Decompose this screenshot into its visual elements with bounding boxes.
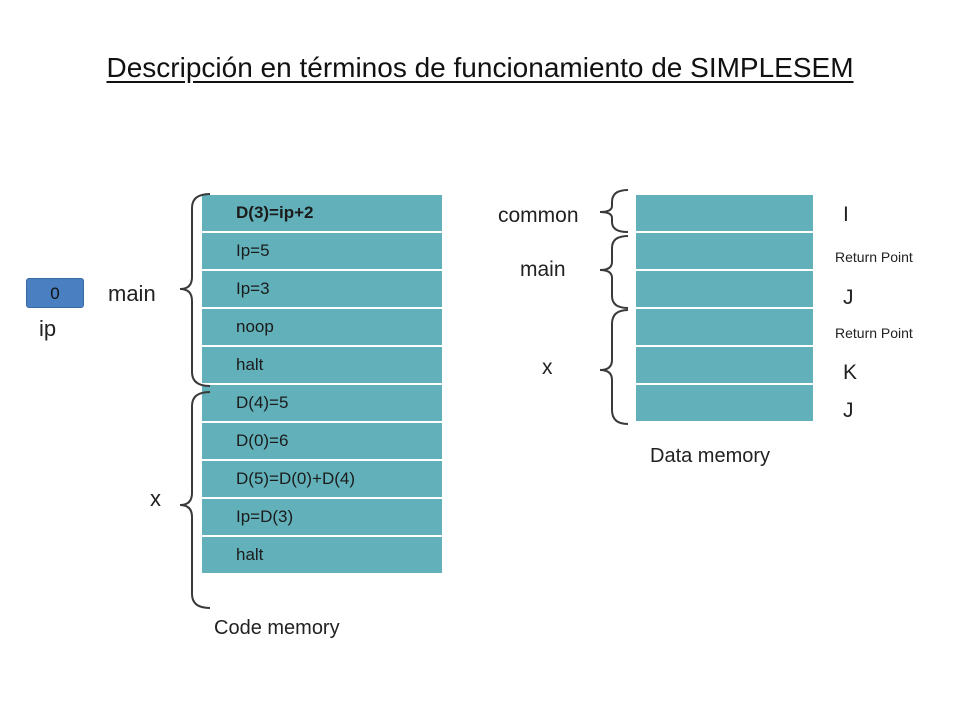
data-cell — [636, 385, 813, 421]
brace-data-common — [599, 189, 629, 233]
data-cell — [636, 347, 813, 383]
ip-label: ip — [39, 316, 57, 341]
code-cell: halt — [202, 347, 442, 383]
code-main-label: main — [108, 281, 156, 306]
data-annotation: Return Point — [835, 249, 913, 265]
code-cell: Ip=3 — [202, 271, 442, 307]
code-memory: D(3)=ip+2 Ip=5 Ip=3 noop halt D(4)=5 D(0… — [202, 195, 442, 573]
page-title: Descripción en términos de funcionamient… — [0, 52, 960, 84]
code-cell: D(5)=D(0)+D(4) — [202, 461, 442, 497]
ip-register: 0 — [26, 278, 84, 308]
code-cell: D(0)=6 — [202, 423, 442, 459]
data-memory — [636, 195, 813, 421]
data-annotation: Return Point — [835, 325, 913, 341]
data-annotation: J — [843, 286, 854, 309]
code-cell: halt — [202, 537, 442, 573]
brace-data-main — [599, 235, 629, 309]
data-annotation: J — [843, 399, 854, 422]
code-cell: D(3)=ip+2 — [202, 195, 442, 231]
code-cell: Ip=5 — [202, 233, 442, 269]
data-cell — [636, 271, 813, 307]
data-cell — [636, 309, 813, 345]
code-cell: noop — [202, 309, 442, 345]
data-x-label: x — [542, 356, 553, 379]
code-memory-caption: Code memory — [214, 617, 340, 639]
code-x-label: x — [150, 486, 161, 511]
data-cell — [636, 233, 813, 269]
code-cell: Ip=D(3) — [202, 499, 442, 535]
page-title-text: Descripción en términos de funcionamient… — [106, 52, 854, 83]
data-main-label: main — [520, 258, 566, 281]
data-annotation: K — [843, 361, 858, 384]
data-memory-caption: Data memory — [650, 445, 771, 467]
code-cell: D(4)=5 — [202, 385, 442, 421]
brace-data-x — [599, 309, 629, 425]
data-annotation: I — [843, 203, 849, 226]
data-cell — [636, 195, 813, 231]
data-common-label: common — [498, 204, 579, 227]
